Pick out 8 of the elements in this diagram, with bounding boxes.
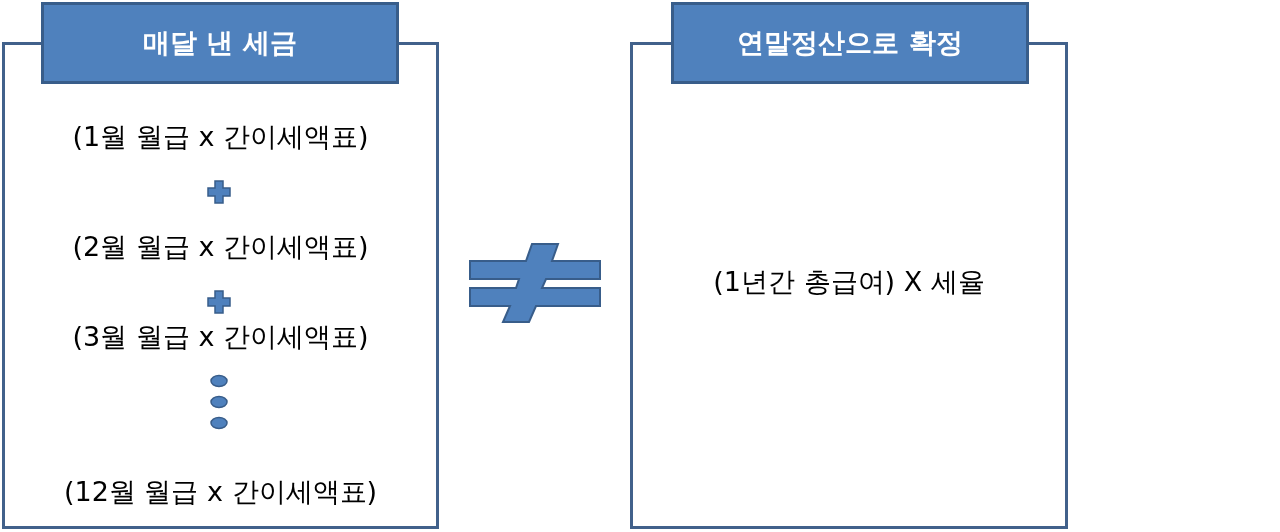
heading-tab: 매달 낸 세금 <box>41 2 399 84</box>
not-equal-sign <box>468 242 602 324</box>
formula-text: (3월 월급 x 간이세액표) <box>71 320 370 354</box>
formula-text: (12월 월급 x 간이세액표) <box>62 475 379 509</box>
formula-text: (1년간 총급여) X 세율 <box>712 265 986 299</box>
formula-text: (2월 월급 x 간이세액표) <box>71 230 370 264</box>
formula-text: (1월 월급 x 간이세액표) <box>71 120 370 154</box>
heading-tab: 연말정산으로 확정 <box>671 2 1029 84</box>
